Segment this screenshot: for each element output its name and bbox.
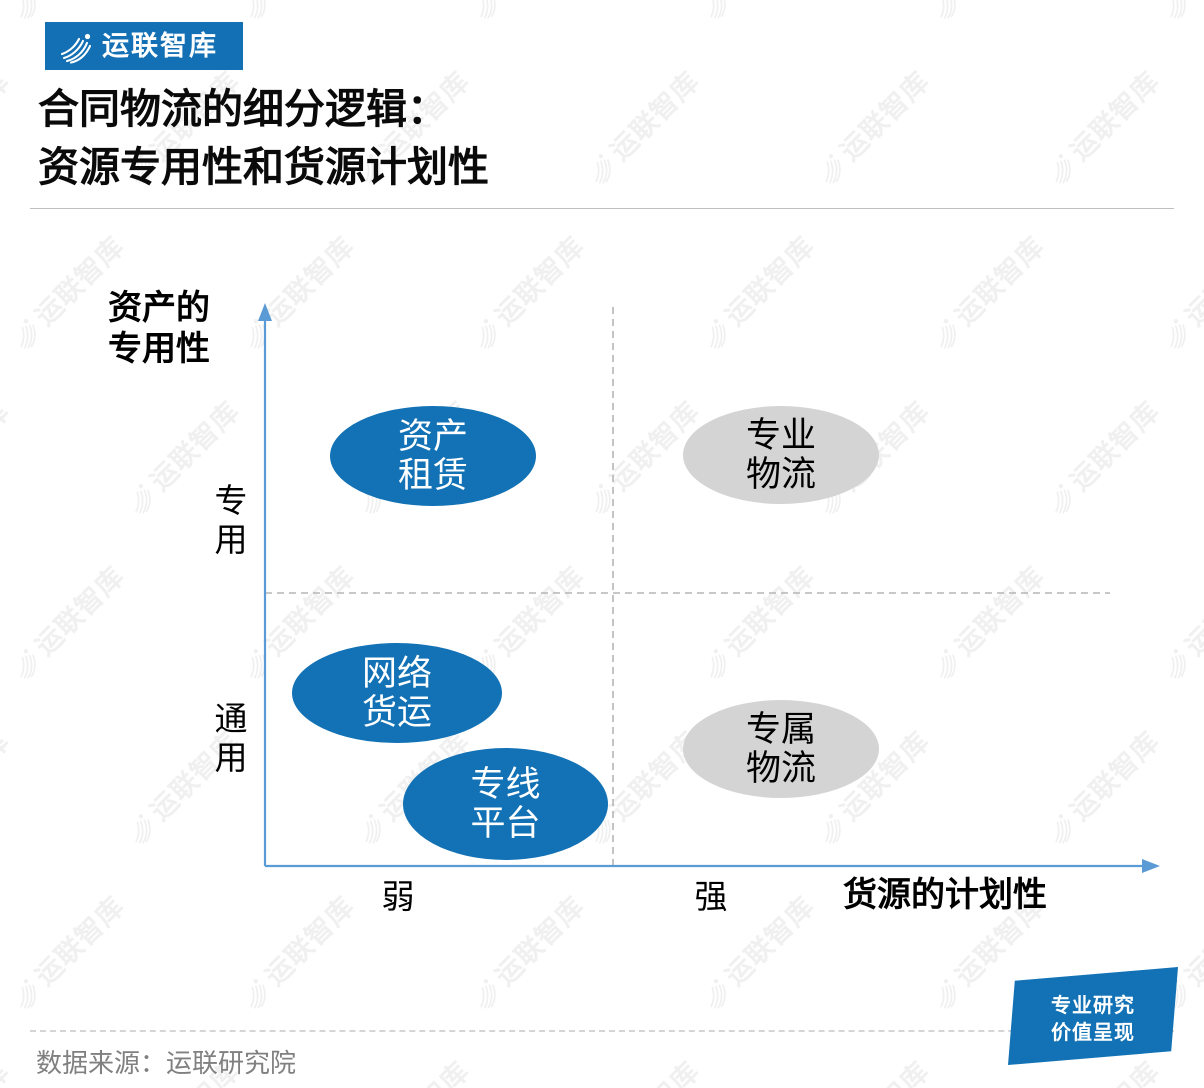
bubble-label-line-2: 平台 — [470, 804, 541, 843]
chart-axes-svg — [258, 303, 1160, 873]
bubble-label-line-1: 专属 — [745, 709, 816, 749]
page-title-line-1: 合同物流的细分逻辑： — [38, 86, 448, 132]
x-axis-title: 货源的计划性 — [843, 876, 1047, 914]
watermark-tile: 运联智库 — [345, 1051, 477, 1088]
bubble-label-line-2: 物流 — [745, 455, 816, 494]
corner-badge: 专业研究 价值呈现 — [1008, 967, 1178, 1065]
y-tick-label-high: 专 用 — [208, 482, 254, 560]
bubble-label-line-1: 专业 — [745, 415, 816, 455]
y-tick-high-char-1: 专 — [214, 482, 248, 519]
x-axis-arrowhead — [1142, 859, 1160, 873]
corner-badge-shape — [1008, 967, 1178, 1065]
watermark-tile: 运联智库 — [575, 1051, 707, 1088]
bubble-label-line-1: 专线 — [470, 764, 541, 804]
bubble-5[interactable]: 专属物流 — [683, 700, 879, 798]
watermark-swoosh-icon — [939, 978, 956, 1009]
page-title: 合同物流的细分逻辑： 资源专用性和货源计划性 — [38, 80, 858, 196]
watermark-text: 运联智库 — [830, 1051, 937, 1088]
y-tick-low-char-1: 通 — [214, 700, 248, 737]
bubble-1[interactable]: 资产租赁 — [330, 406, 536, 506]
corner-badge-line-1: 专业研究 — [1051, 995, 1135, 1017]
y-axis-title-line-2: 专用性 — [108, 330, 210, 369]
y-tick-label-low: 通 用 — [208, 700, 254, 778]
bubble-label-line-2: 租赁 — [397, 456, 468, 495]
x-tick-label-weak: 弱 — [381, 878, 415, 915]
brand-logo-badge: 运联智库 — [45, 22, 243, 70]
watermark-swoosh-icon — [479, 978, 496, 1009]
bubble-label-line-1: 资产 — [397, 416, 468, 456]
corner-badge-text: 专业研究 价值呈现 — [1008, 993, 1178, 1046]
y-axis-arrowhead — [258, 303, 272, 321]
bubble-label-line-2: 物流 — [745, 749, 816, 788]
watermark-text: 运联智库 — [0, 1051, 17, 1088]
watermark-text: 运联智库 — [600, 1051, 707, 1088]
watermark-swoosh-icon — [249, 978, 266, 1009]
y-tick-low-char-2: 用 — [214, 738, 248, 776]
swoosh-logo-icon — [60, 33, 92, 64]
corner-badge-line-2: 价值呈现 — [1051, 1021, 1135, 1044]
header-divider — [30, 208, 1174, 209]
watermark-tile: 运联智库 — [0, 1051, 17, 1088]
bubble-3[interactable]: 网络货运 — [292, 643, 502, 743]
data-source-label: 数据来源：运联研究院 — [36, 1048, 297, 1078]
y-axis-title: 资产的 专用性 — [108, 288, 210, 371]
y-tick-high-char-2: 用 — [214, 520, 248, 558]
watermark-swoosh-icon — [19, 978, 36, 1009]
footer-divider — [30, 1030, 1174, 1032]
watermark-tile: 运联智库 — [805, 1051, 937, 1088]
y-axis-title-line-1: 资产的 — [108, 289, 210, 327]
bubble-label-line-1: 网络 — [361, 653, 432, 693]
bubble-2[interactable]: 专业物流 — [683, 406, 879, 504]
watermark-swoosh-icon — [709, 978, 726, 1009]
watermark-text: 运联智库 — [370, 1051, 477, 1088]
page-title-line-2: 资源专用性和货源计划性 — [38, 144, 489, 191]
bubble-label-line-2: 货运 — [361, 693, 432, 732]
quadrant-chart: 资产的 专用性 货源的计划性 专 用 通 用 弱 强 资产租赁专业物流网络货运专… — [108, 288, 1160, 915]
x-tick-label-strong: 强 — [694, 878, 728, 915]
bubble-4[interactable]: 专线平台 — [403, 748, 608, 860]
brand-logo-text: 运联智库 — [102, 30, 218, 61]
